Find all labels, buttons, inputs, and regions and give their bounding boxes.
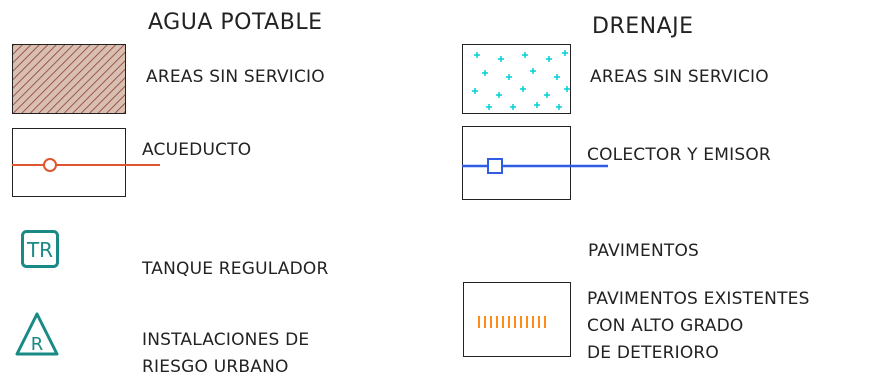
aqueduct-label: ACUEDUCTO [142,140,252,160]
drainage-no-service-swatch [462,44,571,114]
pavement-swatch [463,282,571,357]
drainage-header: DRENAJE [592,14,694,39]
r-triangle-icon: R [15,312,59,356]
pavement-label-line-3: DE DETERIORO [587,343,719,363]
r-icon-text: R [31,334,44,355]
regulating-tank-label: TANQUE REGULADOR [142,259,329,279]
water-no-service-swatch [12,44,126,114]
orange-tick-icon [478,316,546,328]
collector-swatch [462,126,571,200]
drainage-no-service-label: AREAS SIN SERVICIO [590,67,769,87]
collector-line-icon [462,158,608,174]
pavement-label-line-2: CON ALTO GRADO [587,316,744,336]
cyan-cross-icon [472,50,570,110]
water-no-service-label: AREAS SIN SERVICIO [146,67,325,87]
water-header: AGUA POTABLE [148,10,323,35]
collector-label: COLECTOR Y EMISOR [587,145,771,165]
tr-tank-icon: TR [21,230,59,268]
pavement-header: PAVIMENTOS [588,241,700,261]
aqueduct-swatch [12,128,126,197]
urban-risk-label-line-1: INSTALACIONES DE [142,330,310,350]
pavement-label-line-1: PAVIMENTOS EXISTENTES [587,289,810,309]
tr-icon-text: TR [26,238,53,262]
urban-risk-label-line-2: RIESGO URBANO [142,357,289,377]
diagonal-hatch-icon [13,45,125,113]
aqueduct-line-icon [12,158,160,172]
